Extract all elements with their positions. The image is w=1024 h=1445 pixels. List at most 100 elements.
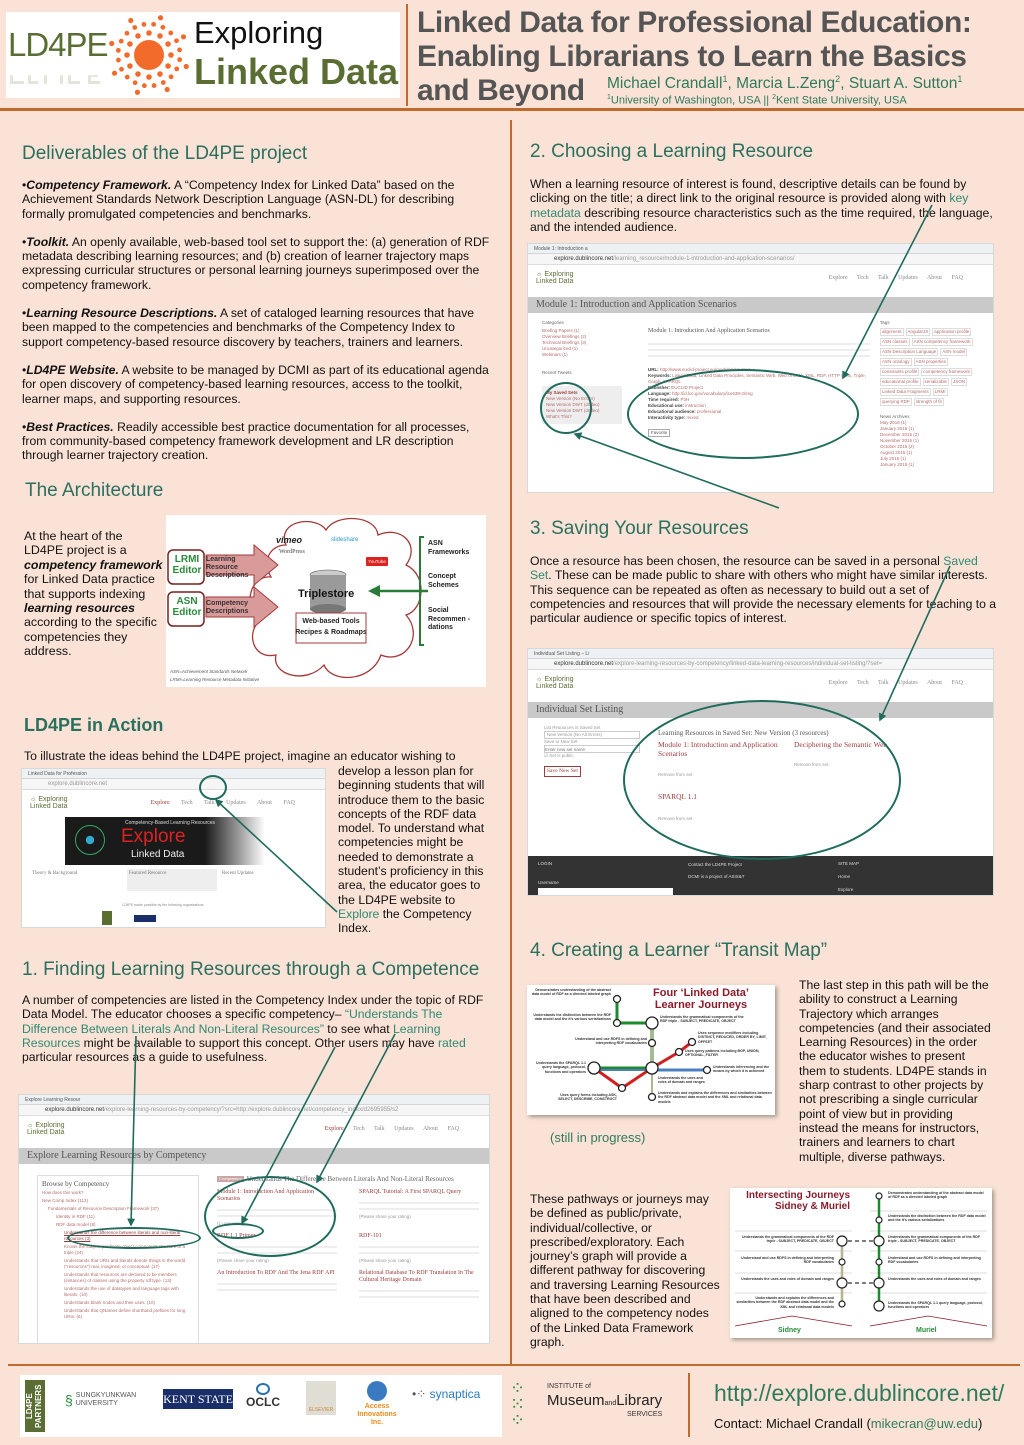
tag[interactable]: competency framework	[921, 368, 972, 376]
menu-tech-talk[interactable]: Tech Talk	[181, 800, 215, 806]
news-link[interactable]: December 2015 (2)	[880, 432, 919, 437]
tag[interactable]: JSON	[951, 378, 968, 386]
category-link[interactable]: Uncategorized (1)	[542, 346, 578, 351]
address-bar[interactable]: explore.dublincore.net	[48, 781, 108, 787]
tag[interactable]: ASN ontology	[880, 358, 912, 366]
news-link[interactable]: January 2016 (1)	[880, 426, 915, 431]
tree-item[interactable]: How does this work?	[42, 1190, 84, 1195]
tag[interactable]: ASN competency framework	[911, 338, 973, 346]
news-link[interactable]: November 2015 (1)	[880, 438, 919, 443]
tag[interactable]: ASN model	[940, 348, 968, 356]
save-new-set-button[interactable]: Save New Set	[544, 766, 581, 777]
username-input[interactable]	[538, 888, 673, 895]
address-path[interactable]: /explore-learning-resources-by-competenc…	[613, 661, 883, 667]
tree-item[interactable]: Understands blank nodes and their uses. …	[64, 1300, 156, 1305]
tag[interactable]: educational profile	[880, 378, 921, 386]
tree-item[interactable]: Fundamentals of Resource Description Fra…	[48, 1206, 159, 1211]
new-set-name-input[interactable]	[544, 745, 640, 753]
tag[interactable]: application profile	[932, 328, 972, 336]
menu-faq[interactable]: FAQ	[951, 680, 963, 686]
menu-updates[interactable]: Updates	[394, 1126, 414, 1132]
metadata-value[interactable]: http://www.euclid-project.eu/modules/cou…	[660, 367, 751, 372]
menu-updates[interactable]: Updates	[226, 800, 246, 806]
key-metadata-link[interactable]: key metadata	[530, 191, 969, 220]
result-title[interactable]: SPARQL Tutorial: A First SPARQL Query	[359, 1189, 462, 1195]
tag[interactable]: AngularJS	[905, 328, 931, 336]
contact-email[interactable]: mikecran@uw.edu	[870, 1416, 978, 1431]
result-rating[interactable]: (Please share your rating)	[359, 1258, 479, 1264]
menu-faq[interactable]: FAQ	[951, 275, 963, 281]
tree-item[interactable]: Understands the use of datatypes and lan…	[64, 1286, 179, 1297]
rated-link[interactable]: rated	[437, 1035, 466, 1050]
tag[interactable]: ASN properties	[913, 358, 949, 366]
address-host[interactable]: explore.dublincore.net	[45, 1107, 105, 1113]
category-link[interactable]: Overview Briefings (2)	[542, 334, 587, 339]
tag[interactable]: ASN Description Language	[880, 348, 939, 356]
address-path[interactable]: /explore-learning-resources-by-competenc…	[104, 1107, 399, 1113]
menu-tech-talk[interactable]: Tech Talk	[857, 680, 889, 686]
set-select[interactable]: New Version (No Alt Errors)	[544, 731, 640, 739]
menu-about[interactable]: About	[256, 800, 272, 806]
saved-set-link[interactable]: Saved Set	[530, 554, 978, 583]
tag[interactable]: alignment	[880, 328, 904, 336]
footer-home[interactable]: Home	[838, 874, 851, 879]
menu-updates[interactable]: Updates	[898, 680, 918, 686]
result-title[interactable]: Relational Database To RDF Translation I…	[359, 1270, 474, 1283]
learning-resources-link[interactable]: Learning Resources	[22, 1021, 441, 1050]
tag[interactable]: LRMI	[932, 388, 948, 396]
explore-link[interactable]: Explore	[338, 906, 380, 921]
menu-explore[interactable]: Explore	[324, 1126, 344, 1132]
explore-banner[interactable]: Competency-Based Learning Resources Expl…	[65, 817, 265, 865]
tag[interactable]: querying RDF	[880, 398, 912, 406]
menu-faq[interactable]: FAQ	[283, 800, 295, 806]
category-link[interactable]: Technical Briefings (3)	[542, 340, 587, 345]
result-rating[interactable]: (Please share your rating)	[359, 1214, 479, 1220]
address-host[interactable]: explore.dublincore.net	[554, 256, 614, 262]
competency-link[interactable]: “Understands The Difference Between Lite…	[22, 1007, 443, 1036]
browser-tab[interactable]: Module 1: Introduction a	[534, 246, 588, 252]
tree-item[interactable]: RDF data model (8)	[56, 1222, 96, 1227]
browser-tab[interactable]: Individual Set Listing – Li	[534, 651, 590, 657]
category-link[interactable]: Webinars (1)	[542, 352, 568, 357]
result-title[interactable]: RDF-101	[359, 1233, 382, 1239]
footer-explore[interactable]: Explore	[838, 887, 854, 892]
menu-tech-talk[interactable]: Tech Talk	[353, 1126, 385, 1132]
result-title[interactable]: An Introduction To RDF And The Jena RDF …	[217, 1270, 335, 1276]
news-link[interactable]: July 2015 (1)	[880, 456, 907, 461]
menu-faq[interactable]: FAQ	[447, 1126, 459, 1132]
tree-item[interactable]: New Comp Index (113)	[42, 1198, 88, 1203]
menu-explore[interactable]: Explore	[150, 800, 170, 806]
tag[interactable]: serializable	[922, 378, 950, 386]
menu-about[interactable]: About	[422, 1126, 438, 1132]
tag[interactable]: ASN classes	[880, 338, 910, 346]
tree-item[interactable]: Identity in RDF (11)	[56, 1214, 95, 1219]
news-link[interactable]: October 2015 (2)	[880, 444, 915, 449]
menu-about[interactable]: About	[926, 275, 942, 281]
result-rating[interactable]: (Please share your rating)	[217, 1258, 337, 1264]
public-checkbox[interactable]: ☑ Set is public	[544, 753, 574, 758]
tree-item[interactable]: Understands that QNames define shorthand…	[64, 1308, 186, 1319]
news-link[interactable]: May 2016 (1)	[880, 420, 907, 425]
tag[interactable]: strength of fit	[913, 398, 944, 406]
tree-item[interactable]: Understands that URIs and literals denot…	[64, 1258, 186, 1269]
menu-about[interactable]: About	[926, 680, 942, 686]
browser-tab[interactable]: Explore Learning Resour	[25, 1097, 81, 1103]
news-link[interactable]: January 2015 (1)	[880, 462, 915, 467]
news-link[interactable]: August 2015 (1)	[880, 450, 913, 455]
tag[interactable]: constraints profile	[880, 368, 920, 376]
menu-updates[interactable]: Updates	[898, 275, 918, 281]
menu-tech-talk[interactable]: Tech Talk	[857, 275, 889, 281]
address-path[interactable]: /learning_resource/module-1-introduction…	[613, 256, 795, 262]
menu-explore[interactable]: Explore	[828, 680, 848, 686]
tree-item[interactable]: Understands that resources are declared …	[64, 1272, 177, 1283]
menu-explore[interactable]: Explore	[828, 275, 848, 281]
address-host[interactable]: explore.dublincore.net	[554, 661, 614, 667]
project-url[interactable]: http://explore.dublincore.net/	[714, 1380, 1005, 1406]
category-link[interactable]: Briefing Papers (1)	[542, 328, 580, 333]
browser-tab[interactable]: Linked Data for Profession	[28, 771, 87, 777]
tag[interactable]: Linked Data Fragments	[880, 388, 931, 396]
